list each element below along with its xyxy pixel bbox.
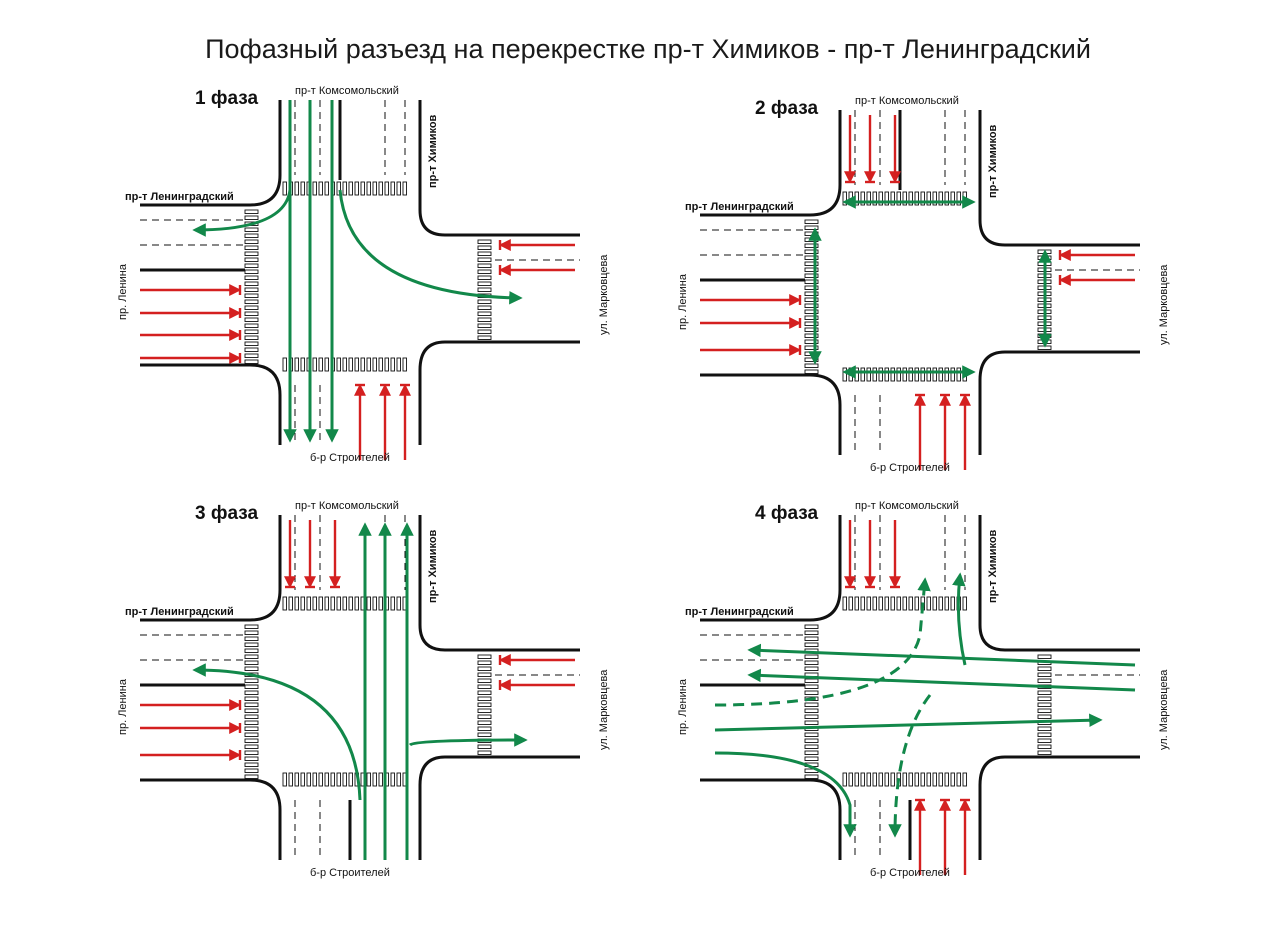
move-arrows — [192, 522, 528, 860]
street-east-side: ул. Марковцева — [1158, 669, 1170, 750]
street-north: пр-т Комсомольский — [855, 500, 959, 512]
crosswalk-west — [244, 624, 259, 779]
crosswalk-south — [282, 357, 407, 372]
street-west-top: пр-т Ленинградский — [125, 191, 234, 203]
crosswalk-south — [842, 772, 967, 787]
road-edges — [700, 110, 1140, 455]
crosswalk-east — [477, 239, 492, 340]
page-title: Пофазный разъезд на перекрестке пр-т Хим… — [205, 34, 1091, 64]
crosswalk-west — [244, 209, 259, 364]
street-south: б-р Строителей — [870, 867, 950, 879]
street-east-top: пр-т Химиков — [987, 124, 999, 198]
crosswalk-north — [282, 596, 407, 611]
stop-arrows — [844, 520, 971, 875]
street-north: пр-т Комсомольский — [855, 95, 959, 107]
street-west-side: пр. Ленина — [677, 678, 689, 735]
phase-2-diagram: 2 фаза пр-т Комсомольский б-р Строителей… — [655, 90, 1215, 510]
street-west-top: пр-т Ленинградский — [685, 606, 794, 618]
street-north: пр-т Комсомольский — [295, 85, 399, 97]
street-east-side: ул. Марковцева — [1158, 264, 1170, 345]
phase-4-diagram: 4 фаза пр-т Комсомольский б-р Строителей… — [655, 495, 1215, 915]
street-south: б-р Строителей — [870, 462, 950, 474]
phase-1-diagram: 1 фаза пр-т Комсомольский б-р Строителей… — [95, 80, 655, 500]
move-arrow-4 — [952, 572, 967, 666]
street-south: б-р Строителей — [310, 867, 390, 879]
road-edges — [140, 515, 580, 860]
move-arrows — [714, 572, 1136, 838]
street-north: пр-т Комсомольский — [295, 500, 399, 512]
phase-label: 4 фаза — [755, 503, 818, 524]
street-south: б-р Строителей — [310, 452, 390, 464]
street-west-side: пр. Ленина — [117, 263, 129, 320]
crosswalk-east — [477, 654, 492, 755]
move-arrow-4 — [338, 189, 523, 305]
crosswalks — [804, 596, 1052, 787]
lane-markings — [140, 515, 580, 860]
phase-label: 3 фаза — [195, 503, 258, 524]
crosswalk-east — [1037, 654, 1052, 755]
move-arrow-1 — [747, 668, 1136, 692]
move-arrow-2 — [714, 713, 1103, 732]
move-arrow-6 — [888, 694, 932, 838]
crosswalk-west — [804, 624, 819, 779]
stop-arrows — [700, 115, 1135, 470]
lane-markings — [140, 100, 580, 445]
stop-arrows — [140, 520, 575, 761]
street-west-top: пр-т Ленинградский — [125, 606, 234, 618]
road-edges — [140, 100, 580, 445]
move-arrow-3 — [192, 189, 292, 237]
crosswalk-north — [842, 596, 967, 611]
move-arrow-3 — [714, 751, 857, 838]
crosswalk-south — [282, 772, 407, 787]
street-west-top: пр-т Ленинградский — [685, 201, 794, 213]
crosswalks — [244, 596, 492, 787]
street-east-top: пр-т Химиков — [427, 529, 439, 603]
stop-arrows — [140, 239, 575, 460]
street-east-top: пр-т Химиков — [987, 529, 999, 603]
street-west-side: пр. Ленина — [677, 273, 689, 330]
street-east-top: пр-т Химиков — [427, 114, 439, 188]
crosswalk-north — [282, 181, 407, 196]
phase-label: 1 фаза — [195, 88, 258, 109]
street-west-side: пр. Ленина — [117, 678, 129, 735]
move-arrows — [192, 100, 523, 443]
phase-3-diagram: 3 фаза пр-т Комсомольский б-р Строителей… — [95, 495, 655, 915]
street-east-side: ул. Марковцева — [598, 669, 610, 750]
move-arrows — [808, 195, 1052, 379]
street-east-side: ул. Марковцева — [598, 254, 610, 335]
move-arrow-0 — [747, 643, 1136, 667]
phase-label: 2 фаза — [755, 98, 818, 119]
move-arrow-5 — [714, 577, 931, 707]
crosswalk-south — [842, 367, 967, 382]
move-arrow-4 — [408, 733, 528, 747]
road-edges — [700, 515, 1140, 860]
move-arrow-3 — [192, 663, 362, 801]
